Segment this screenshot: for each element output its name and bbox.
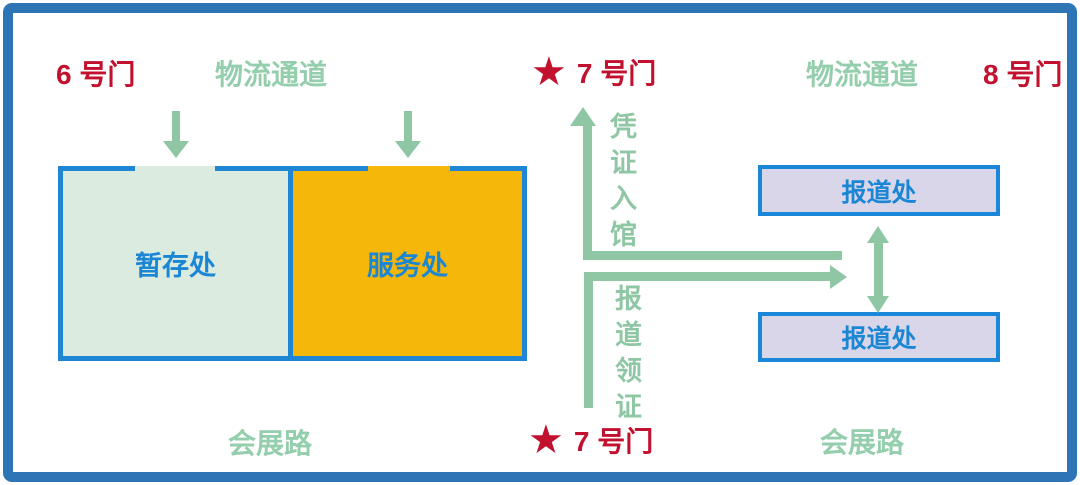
gate-7-bottom-label: 7 号门 bbox=[573, 426, 654, 457]
register-route-right-arrow-icon bbox=[830, 265, 847, 289]
gate-7-top: ★ 7 号门 bbox=[531, 52, 656, 92]
gate-7-top-label: 7 号门 bbox=[576, 58, 657, 89]
enter-route-up-arrow-icon bbox=[570, 107, 596, 126]
exhibition-road-left-label: 会展路 bbox=[228, 428, 313, 459]
star-icon: ★ bbox=[528, 418, 564, 462]
gate-7-bottom: ★ 7 号门 bbox=[528, 420, 653, 460]
service-entry-arrow-shaft bbox=[404, 111, 412, 142]
gate-8-label: 8 号门 bbox=[983, 59, 1063, 90]
storage-door-gap bbox=[135, 166, 215, 172]
logistics-channel-right-label: 物流通道 bbox=[806, 59, 919, 90]
storage-entry-down-arrow-icon bbox=[163, 141, 189, 158]
enter-route-horizontal-segment bbox=[583, 251, 842, 260]
desks-double-arrow-shaft bbox=[874, 242, 883, 297]
registration-desk-lower-label: 报道处 bbox=[841, 325, 917, 353]
register-route-horizontal-segment bbox=[584, 272, 830, 281]
service-area-label: 服务处 bbox=[367, 251, 448, 281]
storage-entry-arrow-shaft bbox=[172, 111, 180, 142]
gate-6-label: 6 号门 bbox=[56, 59, 136, 90]
registration-desk-lower-box: 报道处 bbox=[758, 312, 1000, 362]
storage-area-box: 暂存处 bbox=[58, 166, 293, 361]
logistics-channel-left-label: 物流通道 bbox=[215, 59, 328, 90]
register-collect-pass-label: 报道领证 bbox=[611, 284, 641, 428]
service-area-box: 服务处 bbox=[288, 166, 527, 361]
service-entry-down-arrow-icon bbox=[395, 141, 421, 158]
register-route-vertical-segment bbox=[584, 272, 593, 408]
enter-with-pass-label: 凭证入馆 bbox=[606, 112, 636, 256]
enter-route-vertical-segment bbox=[583, 125, 592, 260]
star-icon: ★ bbox=[531, 50, 567, 94]
desks-double-arrow-down-icon bbox=[867, 296, 889, 313]
storage-area-label: 暂存处 bbox=[135, 251, 216, 281]
registration-desk-upper-box: 报道处 bbox=[758, 165, 1000, 216]
service-door-gap bbox=[368, 166, 450, 172]
desks-double-arrow-up-icon bbox=[867, 226, 889, 243]
exhibition-road-right-label: 会展路 bbox=[820, 427, 905, 458]
registration-desk-upper-label: 报道处 bbox=[841, 178, 917, 207]
map-border-frame bbox=[3, 3, 1077, 482]
